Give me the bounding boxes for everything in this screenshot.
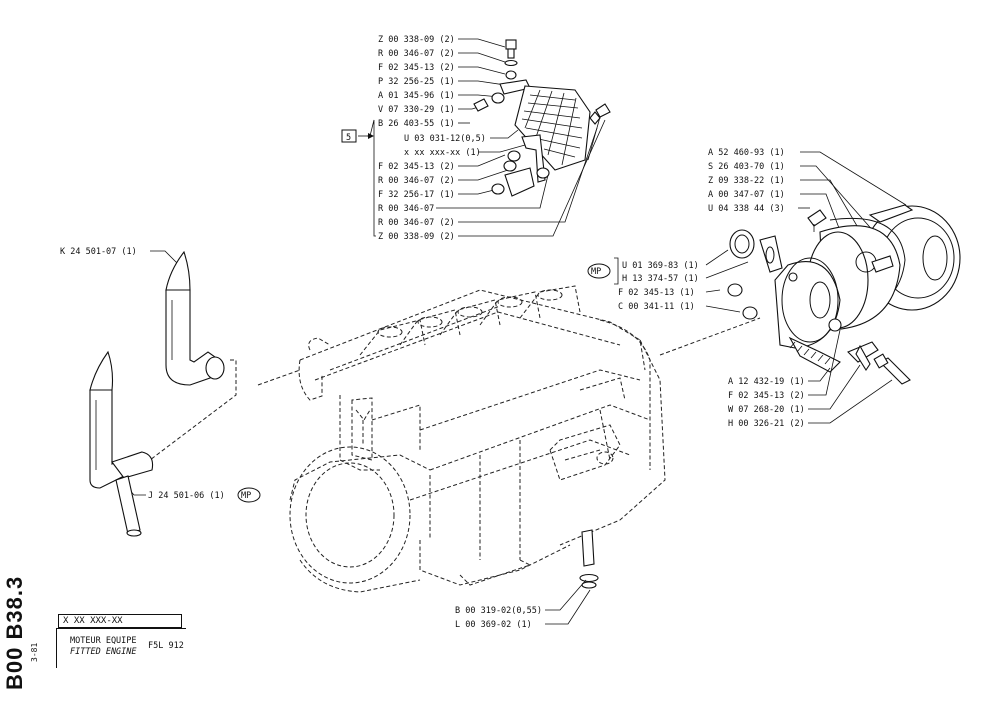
callout-top-4: P 32 256-25 (1) xyxy=(378,77,455,87)
alignment-line xyxy=(257,369,301,386)
catalogue-code: B00 B38.3 xyxy=(2,575,27,690)
marker-box xyxy=(341,129,357,143)
right-small-parts xyxy=(727,229,911,385)
mp-marker-left[interactable]: MP xyxy=(237,487,261,503)
right-lower-callouts: A 12 432-19 (1) F 02 345-13 (2) W 07 268… xyxy=(728,329,893,429)
callout-top-6: V 07 330-29 (1) xyxy=(378,105,455,115)
callout-top-9: x xx xxx-xx (1) xyxy=(404,148,481,158)
engine-model: F5L 912 xyxy=(148,641,184,651)
right-middle-callouts: U 01 369-83 (1) H 13 374-57 (1) F 02 345… xyxy=(614,249,749,313)
drain-plug-assembly xyxy=(579,529,599,589)
mp-marker-right[interactable]: MP xyxy=(587,263,611,279)
callout-right-lower-3: W 07 268-20 (1) xyxy=(728,405,805,415)
callout-top-15: Z 00 338-09 (2) xyxy=(378,232,455,242)
alignment-line xyxy=(149,359,237,461)
callout-right-upper-1: A 52 460-93 (1) xyxy=(708,148,785,158)
callout-left-1: K 24 501-07 (1) xyxy=(60,247,137,257)
callout-top-14: R 00 346-07 (2) xyxy=(378,218,455,228)
callout-bottom-2: L 00 369-02 (1) xyxy=(455,620,532,630)
callout-right-lower-4: H 00 326-21 (2) xyxy=(728,419,805,429)
issue-date: 3-81 xyxy=(30,642,39,662)
callout-right-middle-4: C 00 341-11 (1) xyxy=(618,302,695,312)
mp-circle xyxy=(237,487,261,503)
callout-top-8: U 03 031-12(0,5) xyxy=(404,134,486,144)
callout-right-upper-5: U 04 338 44 (3) xyxy=(708,204,785,214)
callout-right-upper-2: S 26 403-70 (1) xyxy=(708,162,785,172)
callout-bottom-1: B 00 319-02(0,55) xyxy=(455,606,542,616)
bottom-callouts: B 00 319-02(0,55) L 00 369-02 (1) xyxy=(455,579,591,630)
top-callout-list: Z 00 338-09 (2) R 00 346-07 (2) F 02 345… xyxy=(378,35,486,242)
title-english: FITTED ENGINE xyxy=(70,647,137,657)
exhaust-pipe-lower xyxy=(89,350,154,537)
mp-label-right: MP xyxy=(591,267,601,277)
callout-right-lower-1: A 12 432-19 (1) xyxy=(728,377,805,387)
mp-label-left: MP xyxy=(241,491,251,501)
title-frame-divider xyxy=(56,628,57,668)
callout-right-middle-3: F 02 345-13 (1) xyxy=(618,288,695,298)
callout-top-1: Z 00 338-09 (2) xyxy=(378,35,455,45)
marker-box-label: 5 xyxy=(346,133,351,143)
callout-top-7: B 26 403-55 (1) xyxy=(378,119,455,129)
engine-block xyxy=(289,285,666,593)
right-upper-callouts: A 52 460-93 (1) S 26 403-70 (1) Z 09 338… xyxy=(708,148,907,271)
callout-left-2: J 24 501-06 (1) xyxy=(148,491,225,501)
section-marker-5[interactable]: 5 xyxy=(341,129,374,143)
callout-top-11: R 00 346-07 (2) xyxy=(378,176,455,186)
callout-right-upper-3: Z 09 338-22 (1) xyxy=(708,176,785,186)
top-small-parts xyxy=(473,39,611,197)
assembly-part-number: X XX XXX-XX xyxy=(58,614,182,628)
callout-top-3: F 02 345-13 (2) xyxy=(378,63,455,73)
callout-right-middle-1: U 01 369-83 (1) xyxy=(622,261,699,271)
title-french: MOTEUR EQUIPE xyxy=(70,636,137,646)
alignment-line xyxy=(659,317,761,356)
callout-right-upper-4: A 00 347-07 (1) xyxy=(708,190,785,200)
callout-top-2: R 00 346-07 (2) xyxy=(378,49,455,59)
callout-top-13: R 00 346-07 xyxy=(378,204,434,214)
arrow-icon xyxy=(368,133,374,139)
mp-circle xyxy=(587,263,611,279)
callout-top-5: A 01 345-96 (1) xyxy=(378,91,455,101)
exhaust-pipe-upper xyxy=(165,250,225,386)
callout-right-middle-2: H 13 374-57 (1) xyxy=(622,274,699,284)
callout-top-12: F 32 256-17 (1) xyxy=(378,190,455,200)
callout-top-10: F 02 345-13 (2) xyxy=(378,162,455,172)
callout-right-lower-2: F 02 345-13 (2) xyxy=(728,391,805,401)
title-frame-divider xyxy=(56,628,186,629)
